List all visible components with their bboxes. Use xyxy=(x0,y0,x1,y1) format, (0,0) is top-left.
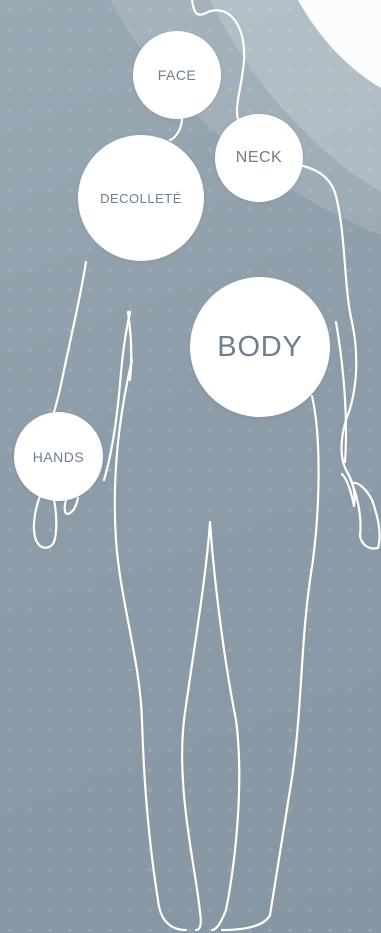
zone-face-button[interactable]: FACE xyxy=(133,31,221,119)
zone-neck-button[interactable]: NECK xyxy=(215,114,303,202)
zone-neck-label: NECK xyxy=(236,149,282,167)
zone-hands-button[interactable]: HANDS xyxy=(14,412,103,501)
zone-body-label: BODY xyxy=(217,331,302,364)
zone-hands-label: HANDS xyxy=(33,449,85,465)
zone-decollete-button[interactable]: DECOLLETÉ xyxy=(78,135,204,261)
zone-face-label: FACE xyxy=(158,67,197,83)
zone-decollete-label: DECOLLETÉ xyxy=(100,191,182,206)
zone-body-button[interactable]: BODY xyxy=(190,277,330,417)
